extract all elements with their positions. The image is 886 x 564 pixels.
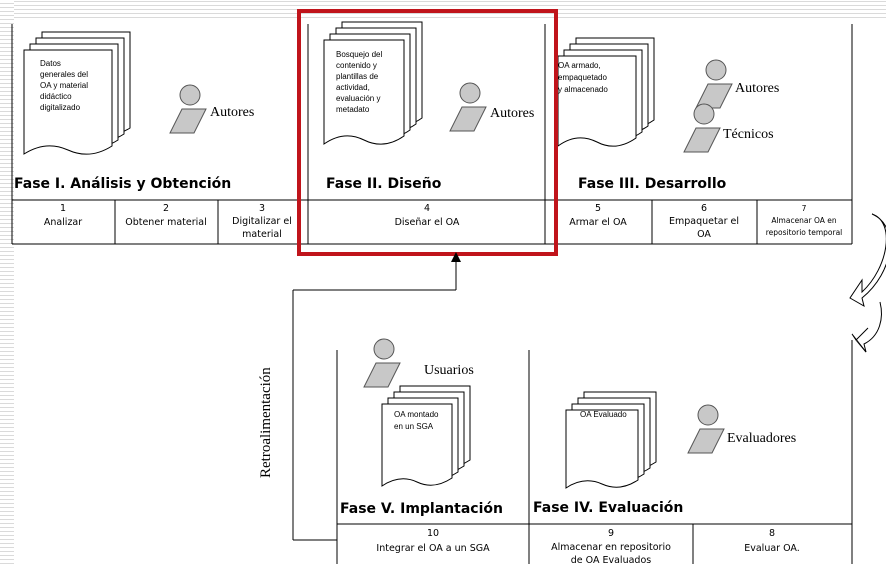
- step-1-number: 1: [60, 203, 66, 214]
- phase3-title: Fase III. Desarrollo: [578, 176, 727, 192]
- step-5-label: Armar el OA: [569, 217, 627, 228]
- step-8-number: 8: [769, 528, 775, 539]
- phase1-doc-line-3: OA y material: [40, 81, 88, 90]
- phase2-highlight-box: [297, 9, 558, 256]
- step-2-number: 2: [163, 203, 169, 214]
- step-8-label: Evaluar OA.: [744, 543, 800, 554]
- step-7-label-1: Almacenar OA en: [771, 216, 837, 225]
- curved-arrow-icon: [849, 213, 886, 353]
- person-icon: [683, 103, 721, 153]
- step-9-number: 9: [608, 528, 614, 539]
- step-4-label: Diseñar el OA: [395, 217, 460, 228]
- step-6-label-1: Empaquetar el: [669, 216, 739, 227]
- phase4-actor: Evaluadores: [727, 431, 796, 446]
- phase2-title: Fase II. Diseño: [326, 176, 442, 192]
- phase4-title: Fase IV. Evaluación: [533, 500, 683, 516]
- phase1-document-stack: Datos generales del OA y material didáct…: [23, 31, 131, 155]
- phase1-actor: Autores: [210, 105, 254, 120]
- phase5-doc-line-2: en un SGA: [394, 422, 434, 431]
- person-icon: [169, 84, 207, 134]
- phase1-title: Fase I. Análisis y Obtención: [14, 176, 231, 192]
- step-10-number: 10: [427, 528, 439, 539]
- phase3-actor-1: Autores: [735, 81, 779, 96]
- step-5-number: 5: [595, 203, 601, 214]
- step-3-label-1: Digitalizar el: [232, 216, 292, 227]
- person-icon: [695, 59, 733, 109]
- person-icon: [449, 82, 487, 132]
- phase1-doc-line-4: didáctico: [40, 92, 72, 101]
- phase2-document-stack: Bosquejo del contenido y plantillas de a…: [323, 21, 423, 145]
- phase2-actor: Autores: [490, 106, 534, 121]
- feedback-arrowhead: [451, 252, 461, 262]
- phase3-doc-line-2: empaquetado: [558, 73, 607, 82]
- step-4-number: 4: [424, 203, 430, 214]
- phase2-doc-line-4: actividad,: [336, 83, 370, 92]
- feedback-label: Retroalimentación: [258, 367, 274, 478]
- feedback-connector: [292, 262, 457, 541]
- phase2-doc-line-1: Bosquejo del: [336, 50, 382, 59]
- phase3-document-stack: OA armado, empaquetado y almacenado: [557, 37, 655, 147]
- step-2-label: Obtener material: [125, 217, 207, 228]
- phase2-doc-line-6: metadato: [336, 105, 370, 114]
- step-6-number: 6: [701, 203, 707, 214]
- phase5-document-stack: OA montado en un SGA: [381, 385, 471, 487]
- background-stripes-left: [0, 0, 14, 564]
- phase1-doc-line-5: digitalizado: [40, 103, 81, 112]
- phase2-doc-line-2: contenido y: [336, 61, 377, 70]
- phase3-actor-2: Técnicos: [723, 127, 774, 142]
- phase2-doc-line-3: plantillas de: [336, 72, 379, 81]
- phase2-doc-line-5: evaluación y: [336, 94, 380, 103]
- phase4-document-stack: OA Evaluado: [565, 391, 657, 489]
- phase1-doc-line-1: Datos: [40, 59, 61, 68]
- step-9-label-1: Almacenar en repositorio: [551, 542, 671, 553]
- phase4-doc-line-1: OA Evaluado: [580, 410, 627, 419]
- step-3-number: 3: [259, 203, 265, 214]
- phase5-title: Fase V. Implantación: [340, 501, 503, 517]
- phase3-doc-line-3: y almacenado: [558, 85, 608, 94]
- person-icon: [363, 338, 401, 388]
- phase3-doc-line-1: OA armado,: [558, 61, 601, 70]
- phase1-doc-line-2: generales del: [40, 70, 88, 79]
- step-1-label: Analizar: [44, 217, 82, 228]
- phase5-doc-line-1: OA montado: [394, 410, 439, 419]
- bottom-row-frame: [336, 340, 853, 564]
- top-row-frame: [11, 24, 853, 245]
- step-7-label-2: repositorio temporal: [766, 228, 843, 237]
- person-icon: [687, 404, 725, 454]
- step-9-label-2: de OA Evaluados: [571, 555, 651, 564]
- step-7-number: 7: [802, 204, 807, 213]
- step-6-label-2: OA: [697, 229, 711, 240]
- step-10-label: Integrar el OA a un SGA: [376, 543, 490, 554]
- step-3-label-2: material: [242, 229, 282, 240]
- phase5-actor: Usuarios: [424, 363, 474, 378]
